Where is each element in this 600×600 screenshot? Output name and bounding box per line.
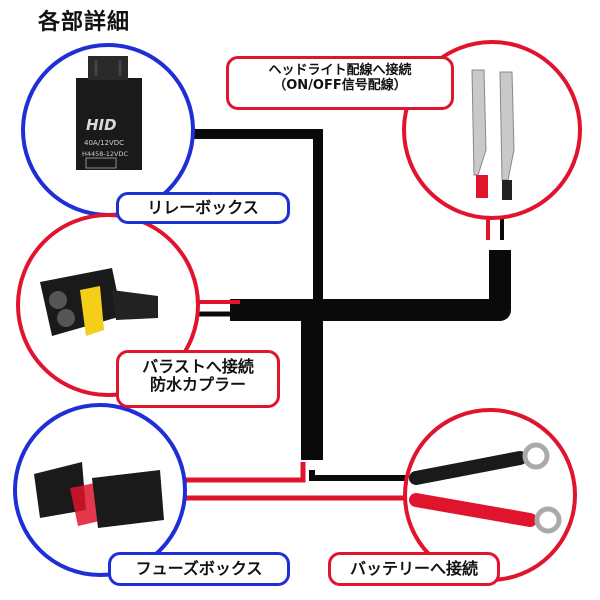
page-title: 各部詳細 <box>38 10 131 35</box>
battery-black-wire <box>309 470 420 481</box>
ballast-label-line2: 防水カプラー <box>149 375 246 395</box>
headlight-terminal-right <box>499 71 515 181</box>
relay-box-circle: HID 40A/12VDC H4458-12VDC <box>21 43 195 217</box>
ballast-label: バラストへ接続 防水カプラー <box>116 350 280 408</box>
battery-terminal-circle <box>403 408 577 582</box>
battery-black-cable <box>409 451 527 485</box>
relay-box-label-text: リレーボックス <box>147 198 259 217</box>
fuse-holder-right <box>92 470 164 528</box>
fuse-red-wire-top <box>180 462 306 483</box>
wires <box>170 129 511 501</box>
fuse-box-label-text: フューズボックス <box>135 559 263 578</box>
battery-label: バッテリーへ接続 <box>328 552 500 586</box>
battery-ring-terminal-red <box>534 506 562 534</box>
relay-wire <box>178 129 323 300</box>
battery-label-text: バッテリーへ接続 <box>349 559 478 578</box>
main-trunk-wire <box>230 250 511 321</box>
ballast-label-line1: バラストへ接続 <box>142 357 254 376</box>
battery-ring-terminal-black <box>522 442 550 470</box>
relay-rating-text: 40A/12VDC <box>84 139 124 147</box>
headlight-label-line2: （ON/OFF信号配線） <box>273 77 407 93</box>
fuse-holder-left <box>34 462 86 518</box>
relay-brand-text: HID <box>86 116 117 134</box>
headlight-terminal-left <box>471 69 487 176</box>
relay-box-label: リレーボックス <box>116 192 290 224</box>
headlight-label-line1: ヘッドライト配線へ接続 <box>268 63 412 78</box>
headlight-black-sleeve <box>502 180 512 200</box>
relay-model-text: H4458-12VDC <box>82 150 128 158</box>
relay-schematic <box>85 157 117 169</box>
battery-red-cable <box>409 493 537 527</box>
relay-body <box>76 78 142 170</box>
fuse-box-label: フューズボックス <box>108 552 290 586</box>
headlight-red-sleeve <box>476 175 488 198</box>
relay-tab <box>88 56 128 80</box>
fuse-box-circle <box>13 403 187 577</box>
coupler-seal <box>80 286 104 336</box>
headlight-label: ヘッドライト配線へ接続 （ON/OFF信号配線） <box>226 56 454 110</box>
